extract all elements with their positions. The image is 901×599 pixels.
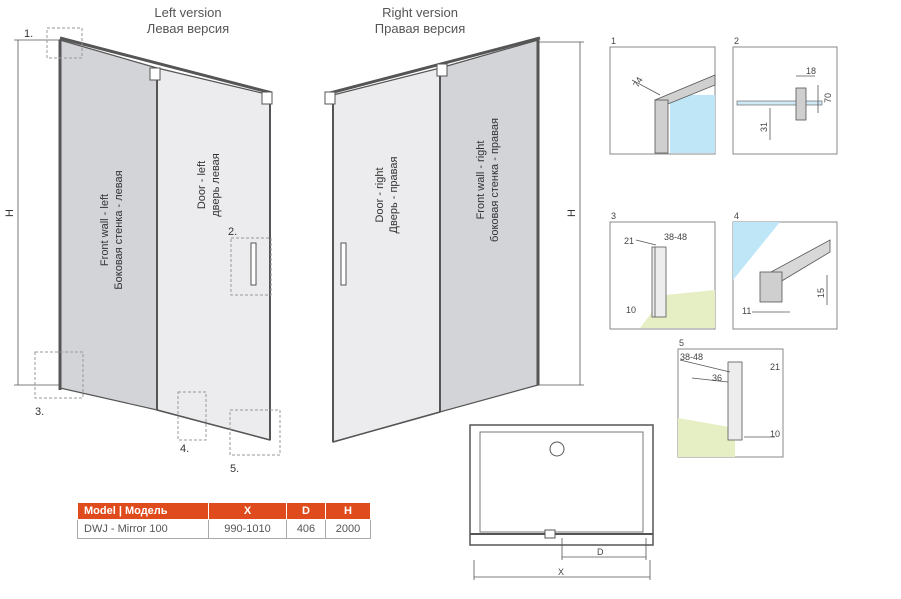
plan-view [469,424,654,580]
right-door-corner-bracket [324,91,336,105]
detail-2-dim-31: 31 [759,122,769,132]
drain-circle [549,441,565,457]
detail-1-num: 1 [611,36,616,46]
right-door-panel [332,67,441,443]
left-version-title: Left version Левая версия [118,5,258,37]
callout-3: 3. [35,406,44,418]
spec-table: Model | Модель X D H DWJ - Mirror 100 99… [77,502,371,539]
left-door-corner-bracket [261,91,273,105]
detail-3-dim-10: 10 [626,305,636,315]
left-callout-box-4 [177,391,207,441]
detail-1 [609,46,716,155]
plan-x-label: X [558,567,564,577]
left-top-rail [59,36,273,95]
callout-2: 2. [228,226,237,238]
detail-3-dim-21: 21 [624,236,634,246]
cell-x: 990-1010 [208,519,287,539]
detail-1-dim-74: 74 [631,75,645,89]
left-door-handle [250,242,257,286]
detail-5-dim-21: 21 [770,362,780,372]
right-door-ru: Дверь - правая [388,157,400,234]
right-front-wall-ru: боковая стенка - правая [489,118,501,242]
detail-2-dim-70: 70 [823,93,833,103]
header-h: H [325,502,371,520]
detail-2 [732,46,838,155]
right-version-drawing [324,36,584,443]
right-door-en: Door - right [374,167,386,222]
header-model: Model | Модель [77,502,209,520]
callout-5: 5. [230,463,239,475]
right-door-handle [340,242,347,286]
cell-d: 406 [286,519,326,539]
spec-table-header-row: Model | Модель X D H [77,502,371,520]
right-version-title: Right version Правая версия [350,5,490,37]
plan-d-label: D [597,547,604,557]
detail-5-num: 5 [679,338,684,348]
left-h-label: H [4,209,16,217]
right-door-bottom [332,411,441,443]
cell-model: DWJ - Mirror 100 [77,519,209,539]
table-row: DWJ - Mirror 100 990-1010 406 2000 [77,519,371,539]
left-front-wall-ru: Боковая стенка - левая [113,170,125,289]
detail-4-dim-11: 11 [742,306,751,316]
detail-5-dim-36: 36 [712,373,722,383]
left-callout-box-3 [34,351,84,399]
right-h-label: H [566,209,578,217]
right-title-en: Right version [382,5,458,20]
left-door-en: Door - left [196,161,208,209]
left-door-bottom [156,409,271,441]
detail-2-dim-18: 18 [806,66,816,76]
detail-4 [732,221,838,330]
left-callout-box-1 [46,27,83,59]
detail-3 [609,221,716,330]
header-x: X [208,502,287,520]
detail-5-dim-10: 10 [770,429,780,439]
right-top-rail [329,36,541,95]
left-callout-box-5 [229,409,281,456]
detail-4-num: 4 [734,211,739,221]
callout-4: 4. [180,443,189,455]
right-title-ru: Правая версия [374,21,466,36]
cell-h: 2000 [325,519,371,539]
left-title-en: Left version [154,5,222,20]
left-top-hinge [149,67,161,81]
detail-3-dim-38-48: 38-48 [664,232,687,242]
header-d: D [286,502,326,520]
left-front-wall-en: Front wall - left [99,194,111,266]
right-front-wall-en: Front wall - right [475,141,487,220]
left-door-ru: дверь левая [210,153,222,217]
left-version-drawing [14,27,281,456]
detail-5 [677,348,784,458]
detail-5-dim-38-48: 38-48 [680,352,703,362]
right-top-hinge [436,63,448,77]
detail-3-num: 3 [611,211,616,221]
callout-1: 1. [24,28,33,40]
detail-2-num: 2 [734,36,739,46]
left-callout-box-2 [230,237,272,296]
left-title-ru: Левая версия [146,21,230,36]
detail-4-dim-15: 15 [816,288,826,298]
